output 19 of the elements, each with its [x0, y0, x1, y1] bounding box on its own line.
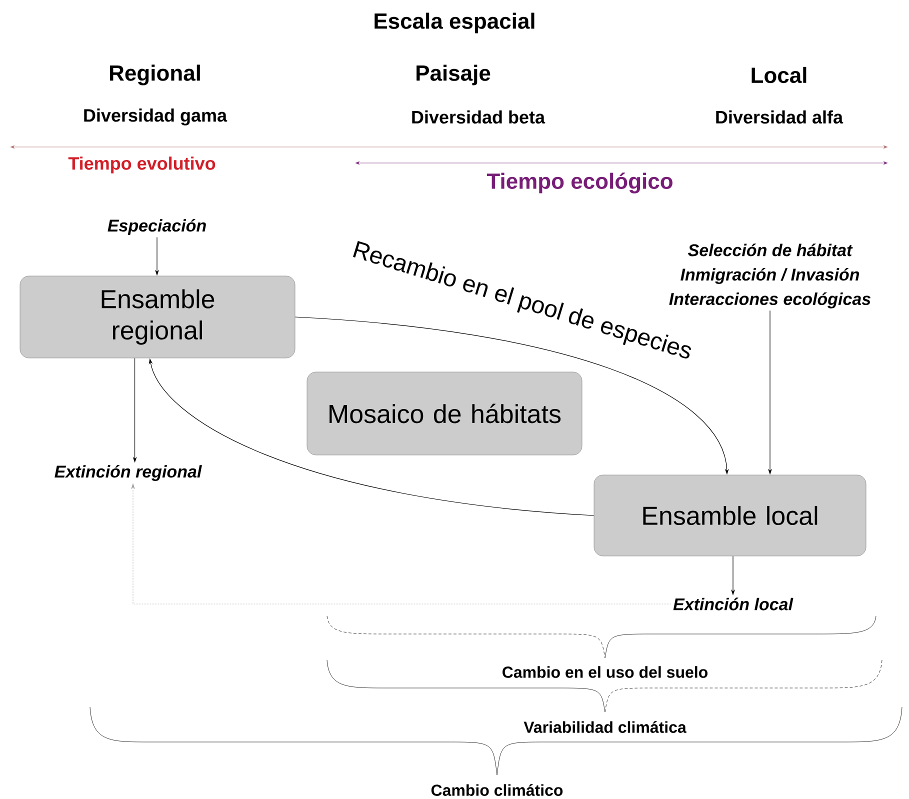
diversity-label: Diversidad gama	[84, 108, 228, 126]
time-label: Tiempo ecológico	[486, 172, 672, 194]
italic-label: Extinción local	[673, 598, 794, 610]
italic-label: Selección de hábitat Inmigración / Invasión Interacciones ecológicas	[669, 244, 870, 308]
heading: Escala espacial	[374, 12, 534, 34]
process-box: Ensamble local	[594, 474, 866, 556]
scale-label: Regional	[110, 64, 200, 86]
scale-label: Local	[752, 66, 806, 84]
process-box: Ensamble regional	[20, 276, 296, 358]
time-label: Tiempo evolutivo	[68, 156, 216, 174]
diversity-label: Diversidad alfa	[716, 110, 844, 124]
diversity-label: Diversidad beta	[412, 110, 546, 124]
italic-label: Especiación	[108, 219, 206, 235]
italic-label: Extinción regional	[54, 465, 202, 481]
process-box: Mosaico de hábitats	[306, 372, 582, 456]
brace-label: Cambio en el uso del suelo	[502, 666, 708, 678]
brace-label: Variabilidad climática	[524, 721, 686, 733]
brace-label: Cambio climático	[431, 784, 563, 796]
scale-label: Paisaje	[416, 64, 490, 86]
